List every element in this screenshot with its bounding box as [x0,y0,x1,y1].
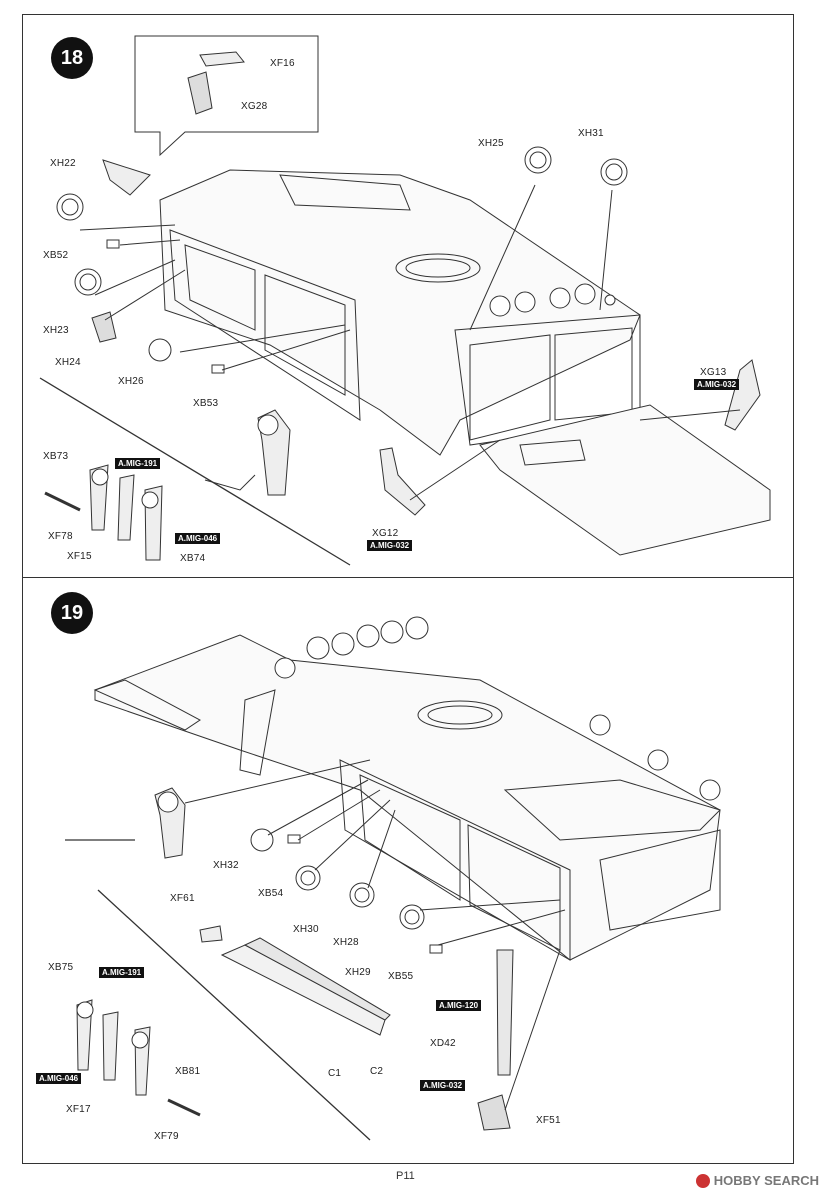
part-label-xh29: XH29 [345,967,371,978]
part-label-xg12: XG12 [372,528,399,539]
step-19-number: 19 [51,592,93,634]
part-label-xg13: XG13 [700,367,727,378]
paint-label-mig191-19: A.MIG-191 [99,967,145,978]
part-label-xg28: XG28 [241,101,268,112]
part-label-xf17: XF17 [66,1104,91,1115]
paint-label-mig120: A.MIG-120 [436,1000,482,1011]
paint-label-mig046-19: A.MIG-046 [36,1073,82,1084]
part-label-xh24: XH24 [55,357,81,368]
part-label-c1: C1 [328,1068,342,1079]
part-label-xh26: XH26 [118,376,144,387]
paint-label-mig046-18: A.MIG-046 [175,533,221,544]
paint-label-mig191-18: A.MIG-191 [115,458,161,469]
page-number: P11 [396,1170,415,1182]
part-label-xh25: XH25 [478,138,504,149]
paint-label-mig032-19: A.MIG-032 [420,1080,466,1091]
watermark-text: HOBBY SEARCH [713,1173,819,1188]
page-frame [22,14,794,1164]
part-label-xf78: XF78 [48,531,73,542]
step-divider [22,577,794,578]
part-label-c2: C2 [370,1066,384,1077]
step-18-number: 18 [51,37,93,79]
part-label-xb74: XB74 [180,553,206,564]
part-label-xh32: XH32 [213,860,239,871]
part-label-xf15: XF15 [67,551,92,562]
part-label-xf51: XF51 [536,1115,561,1126]
paint-label-xg12: A.MIG-032 [367,540,413,551]
part-label-xb53: XB53 [193,398,219,409]
part-label-xb54: XB54 [258,888,284,899]
part-label-xb81: XB81 [175,1066,201,1077]
part-label-xh28: XH28 [333,937,359,948]
part-label-xb52: XB52 [43,250,69,261]
part-label-xb73: XB73 [43,451,69,462]
part-label-xb75: XB75 [48,962,74,973]
part-label-xf61: XF61 [170,893,195,904]
part-label-xh22: XH22 [50,158,76,169]
part-label-xb55: XB55 [388,971,414,982]
part-label-xf79: XF79 [154,1131,179,1142]
part-label-xd42: XD42 [430,1038,456,1049]
part-label-xh31: XH31 [578,128,604,139]
paint-label-xg13: A.MIG-032 [694,379,740,390]
part-label-xh30: XH30 [293,924,319,935]
hobby-search-logo-icon [695,1173,710,1188]
part-label-xf16: XF16 [270,58,295,69]
watermark: HOBBY SEARCH [695,1173,819,1188]
part-label-xh23: XH23 [43,325,69,336]
